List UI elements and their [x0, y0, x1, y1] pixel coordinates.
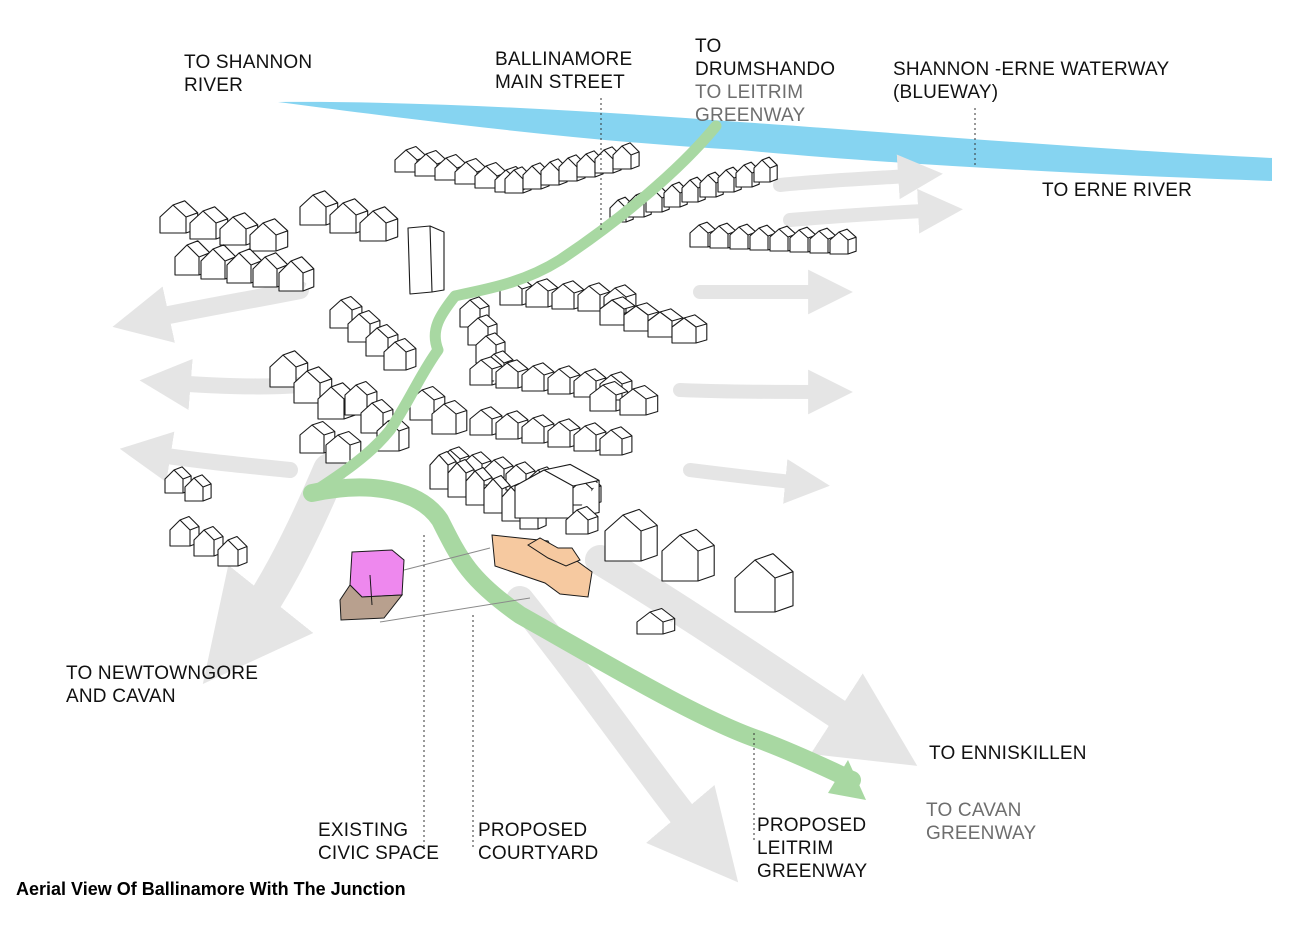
label-line: EXISTING [318, 820, 409, 841]
church-tower-sketch [407, 225, 445, 295]
building-sketch [359, 206, 399, 242]
civic-space-top [349, 549, 405, 598]
label-line: AND CAVAN [66, 686, 176, 707]
label-line: GREENWAY [757, 861, 868, 882]
label-to-drumshando: TO DRUMSHANDO TO LEITRIM GREENWAY [695, 35, 835, 127]
label-line: SHANNON -ERNE WATERWAY [893, 59, 1170, 80]
building-sketch [636, 607, 676, 635]
building-sketch [278, 256, 315, 292]
label-line: PROPOSED [757, 815, 867, 836]
building-sketch [469, 356, 503, 386]
greenway-south-route [303, 478, 861, 789]
civic-space-body [339, 584, 404, 621]
label-proposed-leitrim-greenway: PROPOSED LEITRIM GREENWAY [757, 814, 867, 883]
arrow-northeast-2 [783, 188, 963, 234]
building-sketch [734, 553, 794, 613]
building-sketch [565, 505, 599, 535]
arrow-east-3 [683, 459, 830, 504]
leader-lines [423, 98, 976, 848]
building-sketch [547, 365, 581, 395]
building-sketch [589, 380, 629, 412]
greenway-arrowhead [828, 760, 866, 800]
label-line: RIVER [184, 75, 244, 96]
building-sketch [573, 422, 607, 452]
label-line: TO ERNE RIVER [1042, 180, 1193, 201]
label-to-enniskillen: TO ENNISKILLEN [929, 742, 1087, 765]
label-main-street: BALLINAMORE MAIN STREET [495, 48, 632, 94]
label-to-erne-river: TO ERNE RIVER [1042, 179, 1192, 202]
arrow-northeast-1 [773, 154, 943, 200]
label-line: (BLUEWAY) [893, 82, 999, 103]
building-sketch [383, 337, 417, 371]
building-sketch [829, 228, 857, 255]
courtyard-building-roof [527, 537, 581, 567]
connector-lower [379, 597, 531, 623]
label-line: MAIN STREET [495, 72, 625, 93]
label-to-cavan-greenway: TO CAVAN GREENWAY [926, 799, 1036, 845]
building-sketch [184, 474, 212, 502]
label-line: PROPOSED [478, 820, 588, 841]
building-sketch [753, 156, 778, 183]
building-sketch [671, 314, 708, 344]
label-line: TO [695, 36, 722, 57]
building-sketch [365, 323, 399, 357]
leitrim-greenway [303, 120, 866, 800]
label-line: TO CAVAN [926, 800, 1022, 821]
label-line: DRUMSHANDO [695, 59, 836, 80]
arrow-west-2 [119, 431, 298, 483]
building-sketch [619, 384, 659, 416]
label-line: GREENWAY [695, 105, 806, 126]
existing-civic-space-block [339, 549, 405, 621]
civic-space-edge [369, 574, 373, 606]
building-sketch [249, 218, 289, 252]
arrow-east-2 [673, 369, 853, 415]
connector-lines [379, 547, 531, 623]
label-line: TO SHANNON [184, 52, 313, 73]
label-line: TO ENNISKILLEN [929, 743, 1087, 764]
arrow-to-shannon [112, 281, 309, 343]
building-sketch [217, 535, 248, 567]
building-sketch [431, 399, 468, 435]
town-sketch [159, 142, 857, 635]
label-line: TO NEWTOWNGORE [66, 663, 259, 684]
label-line: GREENWAY [926, 823, 1037, 844]
building-sketch [193, 525, 224, 557]
building-sketch [599, 426, 633, 456]
label-line: CIVIC SPACE [318, 843, 440, 864]
building-sketch [661, 528, 715, 582]
label-line: BALLINAMORE [495, 49, 633, 70]
shannon-erne-waterway [278, 101, 1272, 181]
connector-civic-courtyard [403, 547, 491, 571]
building-sketch [604, 508, 658, 562]
label-existing-civic-space: EXISTING CIVIC SPACE [318, 819, 439, 865]
label-line: TO LEITRIM [695, 82, 804, 103]
building-sketch [469, 406, 503, 436]
label-to-newtowngore: TO NEWTOWNGORE AND CAVAN [66, 662, 258, 708]
label-line: LEITRIM [757, 838, 834, 859]
figure-caption: Aerial View Of Ballinamore With The Junc… [16, 879, 406, 899]
label-to-shannon-river: TO SHANNON RIVER [184, 51, 312, 97]
label-proposed-courtyard: PROPOSED COURTYARD [478, 819, 598, 865]
proposed-courtyard-block [491, 534, 593, 598]
label-waterway: SHANNON -ERNE WATERWAY (BLUEWAY) [893, 58, 1169, 104]
label-line: COURTYARD [478, 843, 599, 864]
building-sketch [612, 142, 640, 170]
greenway-north-route [306, 120, 722, 499]
arrow-to-enniskillen [585, 545, 918, 766]
